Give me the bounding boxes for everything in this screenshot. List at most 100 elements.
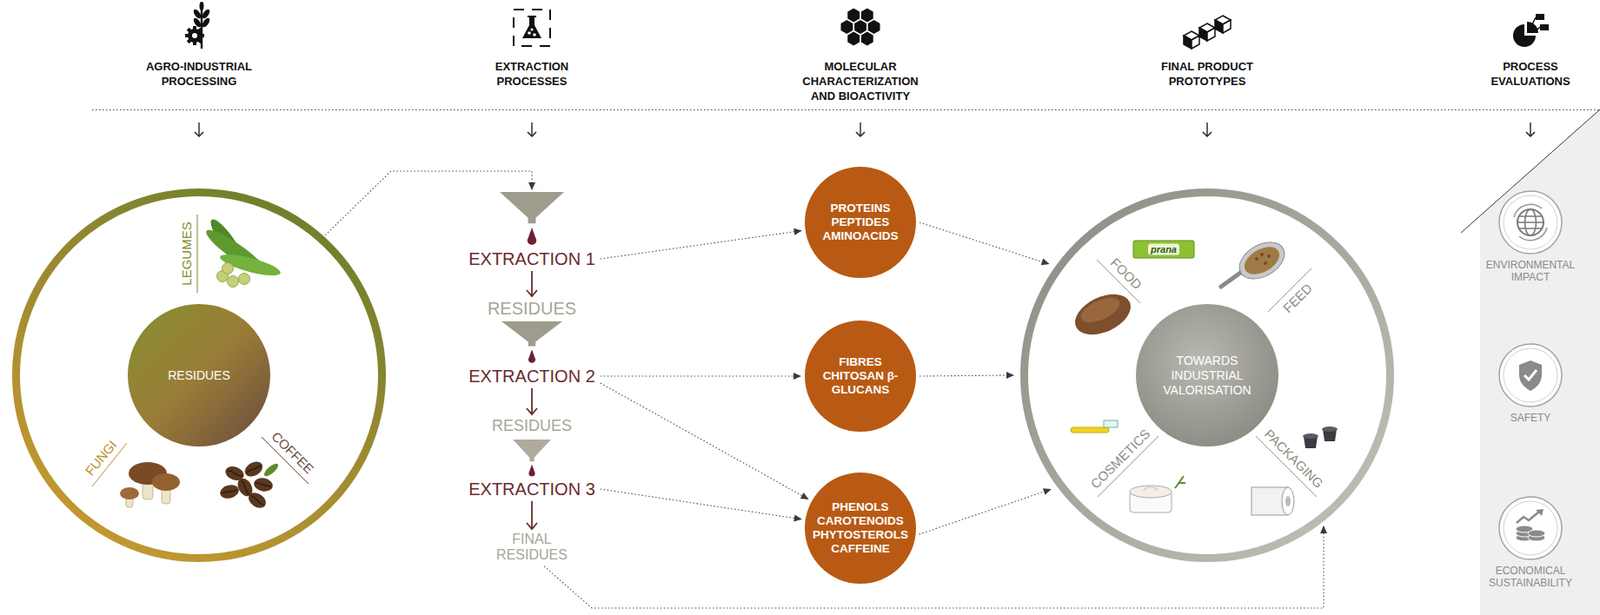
flask-icon-part <box>527 31 532 35</box>
residue-step: RESIDUES <box>491 417 572 436</box>
badge-icon <box>1478 496 1583 561</box>
leader-line <box>92 214 1317 498</box>
compound-fill-part <box>804 472 917 585</box>
wheat-gear-icon-part <box>199 1 205 11</box>
residue-label: RESIDUES <box>491 417 572 436</box>
sector-label: PACKAGING <box>1262 427 1327 492</box>
legumes-illustration-part <box>227 276 240 288</box>
header-arrow-part <box>531 122 532 137</box>
mushroom-illustration-part <box>152 473 180 492</box>
badge-icon-part <box>1527 530 1546 538</box>
sector-label: COSMETICS <box>1088 426 1153 492</box>
hub-circle: TOWARDS INDUSTRIAL VALORISATION <box>1135 304 1279 447</box>
step-label: EXTRACTION 3 <box>468 479 596 499</box>
cubes-icon <box>1183 15 1231 49</box>
column-header: MOLECULAR CHARACTERIZATION AND BIOACTIVI… <box>799 59 922 104</box>
coffee-illustration-part <box>262 462 280 479</box>
compound-label: PHENOLS CAROTENOIDS PHYTOSTEROLS CAFFEIN… <box>810 500 911 557</box>
wheat-gear-icon-part <box>186 27 193 34</box>
badge-icon-part <box>1519 360 1542 392</box>
badge-icon-part <box>1513 204 1542 218</box>
flow-arrow <box>531 271 533 297</box>
feed-illustration <box>1221 234 1291 287</box>
mushroom-illustration-part <box>119 487 140 500</box>
funnel-icon-part <box>512 439 552 462</box>
food-illustration-part <box>1133 240 1195 259</box>
wheat-gear-icon-part <box>197 38 203 44</box>
wheat-gear-icon <box>185 1 212 49</box>
packaging-illustration-part <box>1321 426 1338 432</box>
source-ring: LEGUMESFUNGICOFFEERESIDUES <box>12 188 386 563</box>
dotted-connector <box>919 489 1051 535</box>
legumes-illustration-part <box>222 263 234 275</box>
compound-circle: FIBRES CHITOSAN β-GLUCANS <box>804 320 917 432</box>
funnel-icon <box>512 439 552 480</box>
dotted-connector <box>919 222 1049 265</box>
compound-label: FIBRES CHITOSAN β-GLUCANS <box>816 355 904 398</box>
wheat-gear-icon-part <box>186 38 193 44</box>
molecule-icon-part <box>854 19 867 34</box>
badge-icon <box>1478 190 1583 255</box>
badge-icon-part <box>1499 497 1562 560</box>
wheat-gear-icon-part <box>192 26 197 31</box>
evaluation-badge: ENVIRONMENTAL IMPACT <box>1478 190 1583 284</box>
molecule-icon-part <box>868 19 881 34</box>
packaging-illustration-part <box>1285 496 1291 507</box>
feed-illustration-part <box>1239 241 1284 281</box>
hub-fill-part <box>1135 304 1279 447</box>
column-header: AGRO-INDUSTRIAL PROCESSING <box>142 59 256 89</box>
ring-outline-part <box>1024 192 1391 559</box>
coffee-illustration-part <box>245 490 270 512</box>
badge-label: SAFETY <box>1478 411 1583 425</box>
brand-text: prana <box>1148 244 1180 256</box>
leader-line-part <box>197 214 199 293</box>
column-header: PROCESS EVALUATIONS <box>1473 59 1587 89</box>
wheat-gear-icon-part <box>192 7 203 20</box>
column-header: FINAL PRODUCT PROTOTYPES <box>1150 59 1264 89</box>
funnel-icon-part <box>527 227 538 246</box>
dotted-connector <box>919 375 1014 377</box>
flask-icon-part <box>531 28 534 32</box>
pie-chart-icon-part <box>1535 13 1545 20</box>
sector-label: FEED <box>1281 281 1315 316</box>
molecule-icon-part <box>847 32 860 47</box>
dotted-connector <box>544 526 1324 609</box>
mushroom-illustration <box>119 462 180 508</box>
extraction-step: EXTRACTION 3 <box>468 439 596 499</box>
badge-label: ENVIRONMENTAL IMPACT <box>1478 258 1583 284</box>
flask-icon-part <box>513 9 551 47</box>
cosmetics-illustration-part <box>1103 420 1118 428</box>
cosmetics-illustration-part <box>1070 427 1109 433</box>
cubes-icon-part <box>1183 31 1200 49</box>
wheat-gear-icon-part <box>200 7 212 20</box>
hub-fill-part <box>127 304 271 447</box>
cosmetics-illustration-part <box>1143 487 1158 492</box>
badge-icon <box>1478 343 1583 408</box>
step-label: EXTRACTION 2 <box>468 366 596 386</box>
dotted-connector <box>325 171 532 236</box>
feed-illustration-part <box>1254 257 1259 261</box>
sector-label: FOOD <box>1108 255 1144 292</box>
compound-fill-part <box>804 166 917 279</box>
column-header: EXTRACTION PROCESSES <box>475 59 589 89</box>
legumes-illustration-part <box>239 273 251 286</box>
residue-label: RESIDUES <box>487 298 577 319</box>
coffee-illustration-part <box>242 458 266 480</box>
wheat-gear-icon-part <box>199 33 205 38</box>
coffee-illustration-part <box>252 477 274 494</box>
dotted-connector <box>600 383 809 499</box>
cubes-icon-part <box>1199 23 1215 41</box>
molecule-icon <box>840 8 880 47</box>
flow-arrow <box>531 388 533 415</box>
hub-label: RESIDUES <box>142 368 256 384</box>
header-arrow-part <box>1206 122 1208 137</box>
food-illustration-part <box>1077 292 1124 328</box>
header-rule-part <box>92 109 1600 111</box>
funnel-icon <box>499 192 565 250</box>
hub-label: TOWARDS INDUSTRIAL VALORISATION <box>1159 353 1255 399</box>
source-ring: FOOD FEED COSMETICS PACKAGINGTOWARDS INDUST… <box>1020 188 1395 563</box>
packaging-illustration-part <box>1302 433 1319 439</box>
wheat-gear-icon-part <box>197 27 203 34</box>
header-arrow <box>199 122 1531 137</box>
